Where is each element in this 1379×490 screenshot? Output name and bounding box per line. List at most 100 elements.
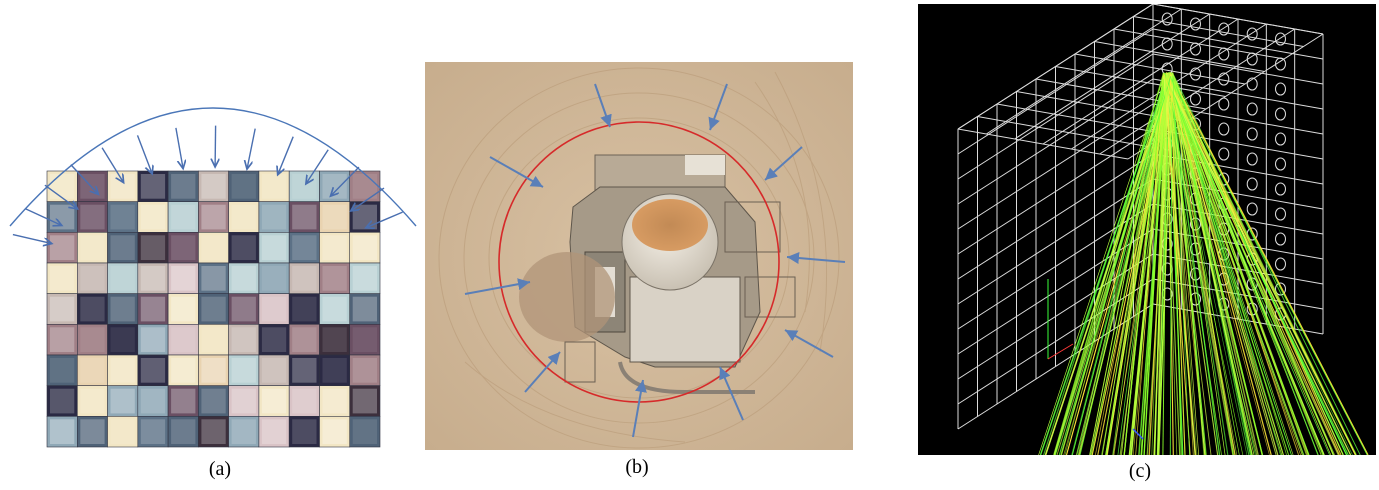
- particle-track: [1168, 75, 1221, 456]
- panel-a-crystal-array: [0, 60, 425, 455]
- panel-c-detector-simulation: [918, 3, 1376, 456]
- particle-track: [1172, 78, 1253, 456]
- crystal-tile: [258, 323, 290, 356]
- particle-track: [1165, 75, 1304, 456]
- crystal-tile: [46, 323, 78, 356]
- particle-track: [1169, 74, 1368, 456]
- particle-track: [1169, 79, 1200, 456]
- crystal-tile: [107, 201, 139, 233]
- crystal-tile: [258, 201, 290, 233]
- incident-ray-arrows: [12, 125, 403, 244]
- crystal-tile: [288, 232, 320, 264]
- particle-track: [1135, 74, 1164, 456]
- crystal-tile: [137, 415, 169, 448]
- crystal-tile: [198, 293, 229, 325]
- panel-b-aerial-site: [425, 62, 853, 450]
- particle-track: [1128, 74, 1169, 456]
- crystal-tile: [319, 385, 351, 417]
- particle-track: [1163, 79, 1283, 456]
- crystal-tile: [319, 262, 351, 295]
- crystal-tile: [228, 232, 260, 264]
- crystal-tile: [137, 385, 169, 417]
- crystal-tile: [319, 354, 351, 387]
- caption-c: (c): [1128, 460, 1152, 482]
- crystal-tile: [228, 354, 260, 387]
- crystal-array-diagram: [9, 107, 417, 448]
- particle-track: [1172, 77, 1190, 456]
- crystal-tile: [198, 201, 229, 233]
- crystal-tile: [77, 232, 108, 264]
- crystal-tile: [46, 170, 78, 203]
- crystal-tile: [167, 415, 199, 448]
- particle-track: [1163, 76, 1196, 456]
- particle-tracks: [1038, 71, 1369, 456]
- crystal-tile: [167, 262, 199, 295]
- crystal-tile: [258, 232, 290, 264]
- crystal-tile: [319, 415, 351, 448]
- crystal-tile: [349, 385, 381, 417]
- crystal-tile: [167, 323, 199, 356]
- crystal-tile: [258, 262, 290, 295]
- incident-ray: [366, 211, 403, 228]
- particle-track: [1058, 76, 1172, 456]
- crystal-tile: [107, 385, 139, 417]
- crystal-tile: [137, 201, 169, 233]
- detector-wireframe: [957, 3, 1324, 430]
- crystal-tile: [167, 201, 199, 233]
- crystal-tile: [77, 415, 108, 448]
- caption-a: (a): [208, 458, 232, 480]
- particle-track: [1038, 76, 1165, 456]
- crystal-tile: [107, 232, 139, 264]
- particle-track: [1063, 73, 1173, 456]
- crystal-tile: [107, 415, 139, 448]
- crystal-tile: [77, 354, 108, 387]
- particle-track: [1163, 76, 1219, 456]
- crystal-tile: [77, 201, 108, 233]
- incident-ray: [306, 149, 329, 184]
- particle-track: [1169, 72, 1272, 456]
- crystal-tile: [349, 170, 381, 203]
- particle-track: [1157, 72, 1174, 456]
- crystal-tile: [288, 385, 320, 417]
- particle-track: [1044, 73, 1173, 456]
- particle-track: [1105, 72, 1168, 456]
- particle-track: [1123, 78, 1165, 456]
- crystal-tile: [319, 293, 351, 325]
- particle-track: [1153, 79, 1167, 456]
- particle-track: [1168, 74, 1198, 456]
- crystal-tile: [77, 385, 108, 417]
- particle-track: [1169, 76, 1173, 456]
- crystal-tile: [137, 293, 169, 325]
- crystal-tile: [349, 415, 381, 448]
- particle-track: [1151, 72, 1166, 456]
- crystal-tile: [77, 293, 108, 325]
- crystal-tile: [349, 293, 381, 325]
- particle-track: [1132, 77, 1169, 456]
- crystal-tile: [349, 262, 381, 295]
- particle-track: [1039, 72, 1170, 456]
- crystal-tile: [319, 201, 351, 233]
- crystal-tile: [46, 293, 78, 325]
- incident-ray: [12, 233, 52, 244]
- crystal-tile: [258, 293, 290, 325]
- particle-track: [1167, 73, 1236, 456]
- crystal-tile: [167, 385, 199, 417]
- crystal-tile: [198, 262, 229, 295]
- crystal-tile: [198, 415, 229, 448]
- particle-track: [1166, 76, 1310, 456]
- crystal-tile: [258, 385, 290, 417]
- incident-ray: [247, 128, 256, 170]
- particle-track: [1170, 79, 1357, 456]
- crystal-tile: [228, 201, 260, 233]
- crystal-tile: [107, 323, 139, 356]
- incident-ray: [25, 208, 61, 226]
- aerial-site-image: [425, 62, 853, 450]
- crystal-tile: [228, 293, 260, 325]
- sand-ripples: [438, 67, 840, 449]
- crystal-grid: [46, 170, 381, 448]
- particle-track: [1171, 72, 1334, 456]
- crystal-tile: [137, 323, 169, 356]
- particle-track: [1053, 74, 1169, 456]
- incident-ray: [44, 184, 78, 209]
- crystal-tile: [198, 170, 229, 203]
